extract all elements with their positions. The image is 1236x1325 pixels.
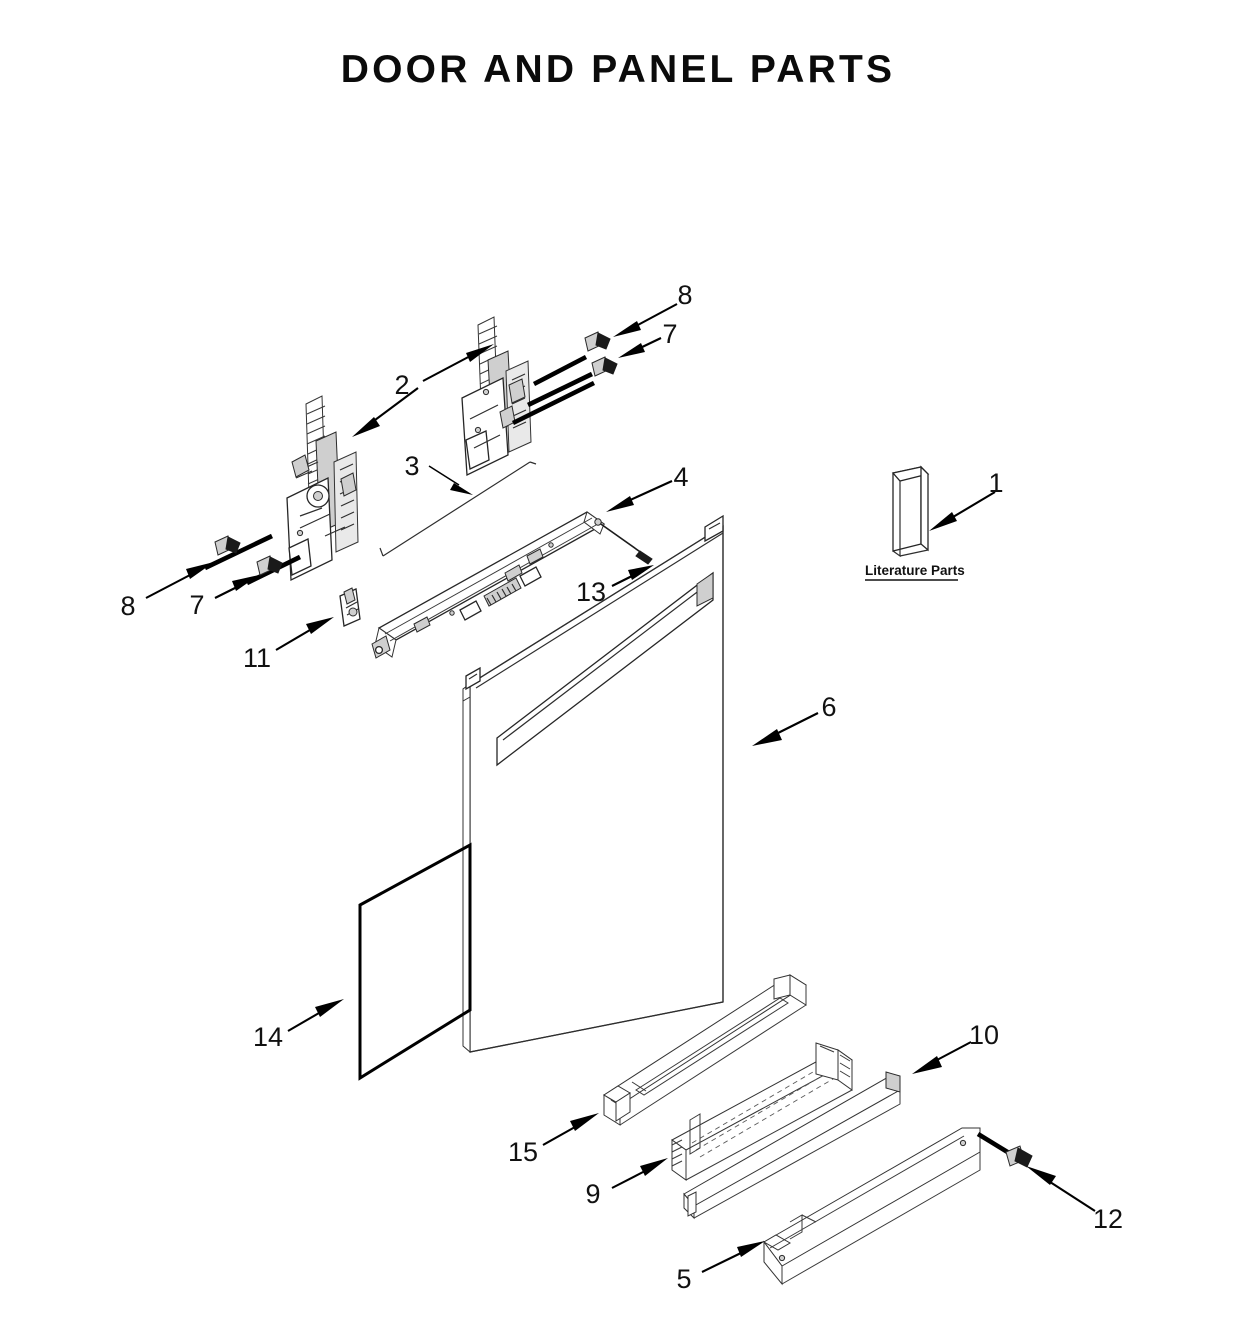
callout-number-13: 13	[576, 577, 606, 607]
callout-leader-3	[428, 465, 473, 495]
callout-leader-14	[287, 999, 344, 1032]
callout-leader-8-left	[145, 562, 214, 599]
part-console-trim	[603, 974, 807, 1126]
callout-leader-2	[352, 344, 494, 437]
hinge-pulley-hub-left	[313, 491, 323, 501]
hinge-tab-right	[508, 378, 526, 404]
literature-parts-label: Literature Parts	[865, 563, 965, 581]
callout-leader-6	[752, 712, 819, 746]
hinge-rail-right	[505, 360, 532, 453]
hinge-tab-left	[291, 454, 310, 478]
callout-leader-9	[611, 1158, 668, 1189]
callout-leader-10	[912, 1041, 972, 1074]
part-lower-access-panel	[671, 1042, 853, 1181]
callout-number-7-left: 7	[189, 590, 204, 620]
callout-leader-12	[1026, 1166, 1096, 1212]
callout-leader-8-right	[613, 303, 678, 337]
callout-number-12: 12	[1093, 1204, 1123, 1234]
callout-number-2: 2	[394, 370, 409, 400]
callout-number-1: 1	[988, 468, 1003, 498]
part-hinge-screw-right-8	[584, 331, 611, 352]
hinge-tab2-left	[340, 472, 357, 497]
callout-number-7: 7	[662, 319, 677, 349]
callout-number-4: 4	[673, 462, 688, 492]
callout-leader-1	[929, 491, 996, 531]
part-access-panel-bracket	[683, 1071, 901, 1220]
hinge-hole-right-1	[482, 388, 490, 396]
callout-number-8-left: 8	[120, 591, 135, 621]
literature-parts-text: Literature Parts	[865, 563, 965, 578]
part-hinge-link-rod	[379, 461, 537, 557]
callout-number-15: 15	[508, 1137, 538, 1167]
part-literature-packet	[891, 465, 930, 558]
hinge-hole-right-2	[474, 426, 482, 434]
callout-number-9: 9	[585, 1179, 600, 1209]
assembly-line-left-hinge	[204, 533, 302, 586]
callout-number-3: 3	[404, 451, 419, 481]
callout-leader-4	[606, 480, 673, 512]
hinge-foot-right	[465, 430, 490, 470]
part-hinge-screw-left-8	[214, 535, 241, 556]
callout-number-10: 10	[969, 1020, 999, 1050]
part-latch-screw-13	[594, 518, 653, 565]
callout-leader-11	[275, 617, 334, 651]
assembly-line-right-hinge	[511, 331, 618, 426]
part-door-latch-strike	[339, 587, 361, 627]
part-toe-kick-panel	[763, 1127, 981, 1286]
hinge-hole-left	[296, 529, 304, 537]
callout-leader-15	[542, 1113, 599, 1146]
part-hinge-screw-right-7	[591, 356, 618, 377]
part-outer-door-panel	[462, 514, 724, 1054]
callout-leader-5	[701, 1241, 765, 1273]
part-hinge-assembly-right	[461, 316, 532, 477]
callout-number-5: 5	[676, 1264, 691, 1294]
callout-number-14: 14	[253, 1022, 283, 1052]
part-panel-screw-12	[976, 1132, 1033, 1168]
callout-leader-7-right	[618, 337, 662, 358]
part-hinge-screw-left-7	[256, 555, 283, 576]
part-door-outer-skin	[358, 842, 472, 1081]
page-title: DOOR AND PANEL PARTS	[340, 48, 896, 91]
callout-leader-7-left	[214, 575, 259, 599]
callout-number-8: 8	[677, 280, 692, 310]
callout-leader-13	[611, 565, 654, 587]
callout-number-6: 6	[821, 692, 836, 722]
part-hinge-assembly-left	[286, 395, 359, 582]
callout-number-11: 11	[243, 643, 271, 673]
part-door-latch-vent-assembly	[371, 511, 606, 659]
